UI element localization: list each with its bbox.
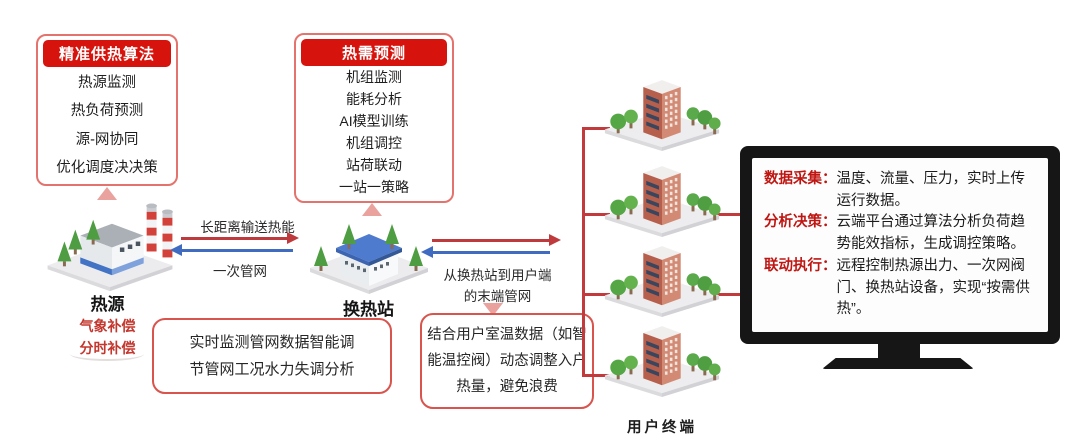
user-branch-line: [582, 293, 610, 296]
chimney-icon: [162, 209, 173, 258]
user-building-illustration: [604, 246, 721, 318]
underline-curve: [70, 348, 144, 361]
return-arrow-icon: [170, 244, 293, 256]
monitor-link-line: [710, 213, 744, 216]
monitor-link-line: [710, 293, 744, 296]
monitor-entry-label: 数据采集：: [764, 170, 837, 187]
algorithm-box-items: 热源监测 热负荷预测 源-网协同 优化调度决决策: [38, 67, 176, 181]
callout-line: 能温控阀）动态调整入户: [427, 352, 587, 369]
chimney-icon: [146, 203, 158, 252]
pointer-up-station-icon: [362, 203, 382, 216]
monitor-entry-text: 云端平台通过算法分析负荷趋势能效指标，生成调控策略。: [836, 214, 1026, 253]
terminal-return-arrow-icon: [421, 246, 550, 258]
weather-compensation-note: 气象补偿: [79, 318, 136, 334]
user-trunk-line: [582, 127, 585, 377]
monitor: 数据采集： 温度、流量、压力，实时上传运行数据。 分析决策： 云端平台通过算法分…: [740, 146, 1060, 344]
prediction-item: 站荷联动: [346, 157, 402, 173]
prediction-item: 能耗分析: [346, 91, 402, 107]
prediction-item: 机组监测: [346, 69, 402, 85]
pointer-up-heat-source-icon: [97, 187, 117, 200]
algorithm-item: 热负荷预测: [70, 103, 144, 120]
terminal-pipeline-label-2: 的末端管网: [463, 289, 532, 304]
room-temperature-callout: 结合用户室温数据（如智 能温控阀）动态调整入户 热量，避免浪费: [420, 313, 594, 409]
prediction-box-title: 热需预测: [301, 39, 447, 66]
algorithm-item: 热源监测: [78, 74, 136, 91]
user-terminal-label: 用户终端: [627, 420, 697, 436]
supply-pipeline-label: 长距离输送热能: [200, 220, 295, 235]
prediction-item: 机组调控: [346, 135, 402, 151]
user-branch-line: [582, 127, 610, 130]
heat-source-illustration: [47, 203, 173, 292]
callout-line: 结合用户室温数据（如智: [427, 326, 587, 343]
monitor-entry: 数据采集： 温度、流量、压力，实时上传运行数据。: [764, 169, 1036, 213]
monitor-entry: 联动执行： 远程控制热源出力、一次网阀门、换热站设备，实现“按需供热”。: [764, 256, 1036, 321]
pointer-down-callout-icon: [483, 303, 503, 316]
monitor-screen: 数据采集： 温度、流量、压力，实时上传运行数据。 分析决策： 云端平台通过算法分…: [752, 158, 1048, 332]
exchange-station-label: 换热站: [343, 300, 394, 319]
exchange-station-illustration: [310, 224, 428, 294]
terminal-supply-arrow-icon: [432, 234, 561, 246]
monitor-stand-base: [822, 358, 974, 369]
heat-source-label: 热源: [90, 295, 125, 314]
primary-network-label: 一次管网: [213, 264, 267, 279]
supply-arrow-icon: [181, 232, 299, 244]
callout-line: 实时监测管网数据智能调: [189, 334, 355, 351]
monitor-entry-text: 远程控制热源出力、一次网阀门、换热站设备，实现“按需供热”。: [836, 257, 1030, 318]
callout-line: 热量，避免浪费: [456, 379, 558, 396]
algorithm-item: 源-网协同: [75, 131, 139, 148]
user-building-illustration: [604, 80, 721, 152]
monitor-entry: 分析决策： 云端平台通过算法分析负荷趋势能效指标，生成调控策略。: [764, 212, 1036, 256]
user-branch-line: [582, 213, 610, 216]
algorithm-item: 优化调度决决策: [56, 160, 158, 177]
algorithm-box: 精准供热算法 热源监测 热负荷预测 源-网协同 优化调度决决策: [36, 34, 178, 186]
monitor-entry-label: 分析决策：: [764, 214, 837, 231]
callout-line: 节管网工况水力失调分析: [189, 361, 355, 378]
monitor-entry-label: 联动执行：: [764, 257, 837, 274]
algorithm-box-title: 精准供热算法: [43, 40, 171, 67]
monitor-entry-text: 温度、流量、压力，实时上传运行数据。: [836, 170, 1026, 209]
user-branch-line: [582, 374, 610, 377]
prediction-item: AI模型训练: [339, 113, 409, 129]
user-building-illustration: [604, 326, 721, 398]
user-building-illustration: [604, 166, 721, 238]
prediction-item: 一站一策略: [339, 179, 409, 195]
prediction-box-items: 机组监测 能耗分析 AI模型训练 机组调控 站荷联动 一站一策略: [296, 66, 452, 198]
network-monitoring-callout: 实时监测管网数据智能调 节管网工况水力失调分析: [152, 318, 392, 394]
monitor-stand-neck: [878, 344, 920, 360]
prediction-box: 热需预测 机组监测 能耗分析 AI模型训练 机组调控 站荷联动 一站一策略: [294, 33, 454, 203]
terminal-pipeline-label-1: 从换热站到用户端: [443, 268, 552, 283]
